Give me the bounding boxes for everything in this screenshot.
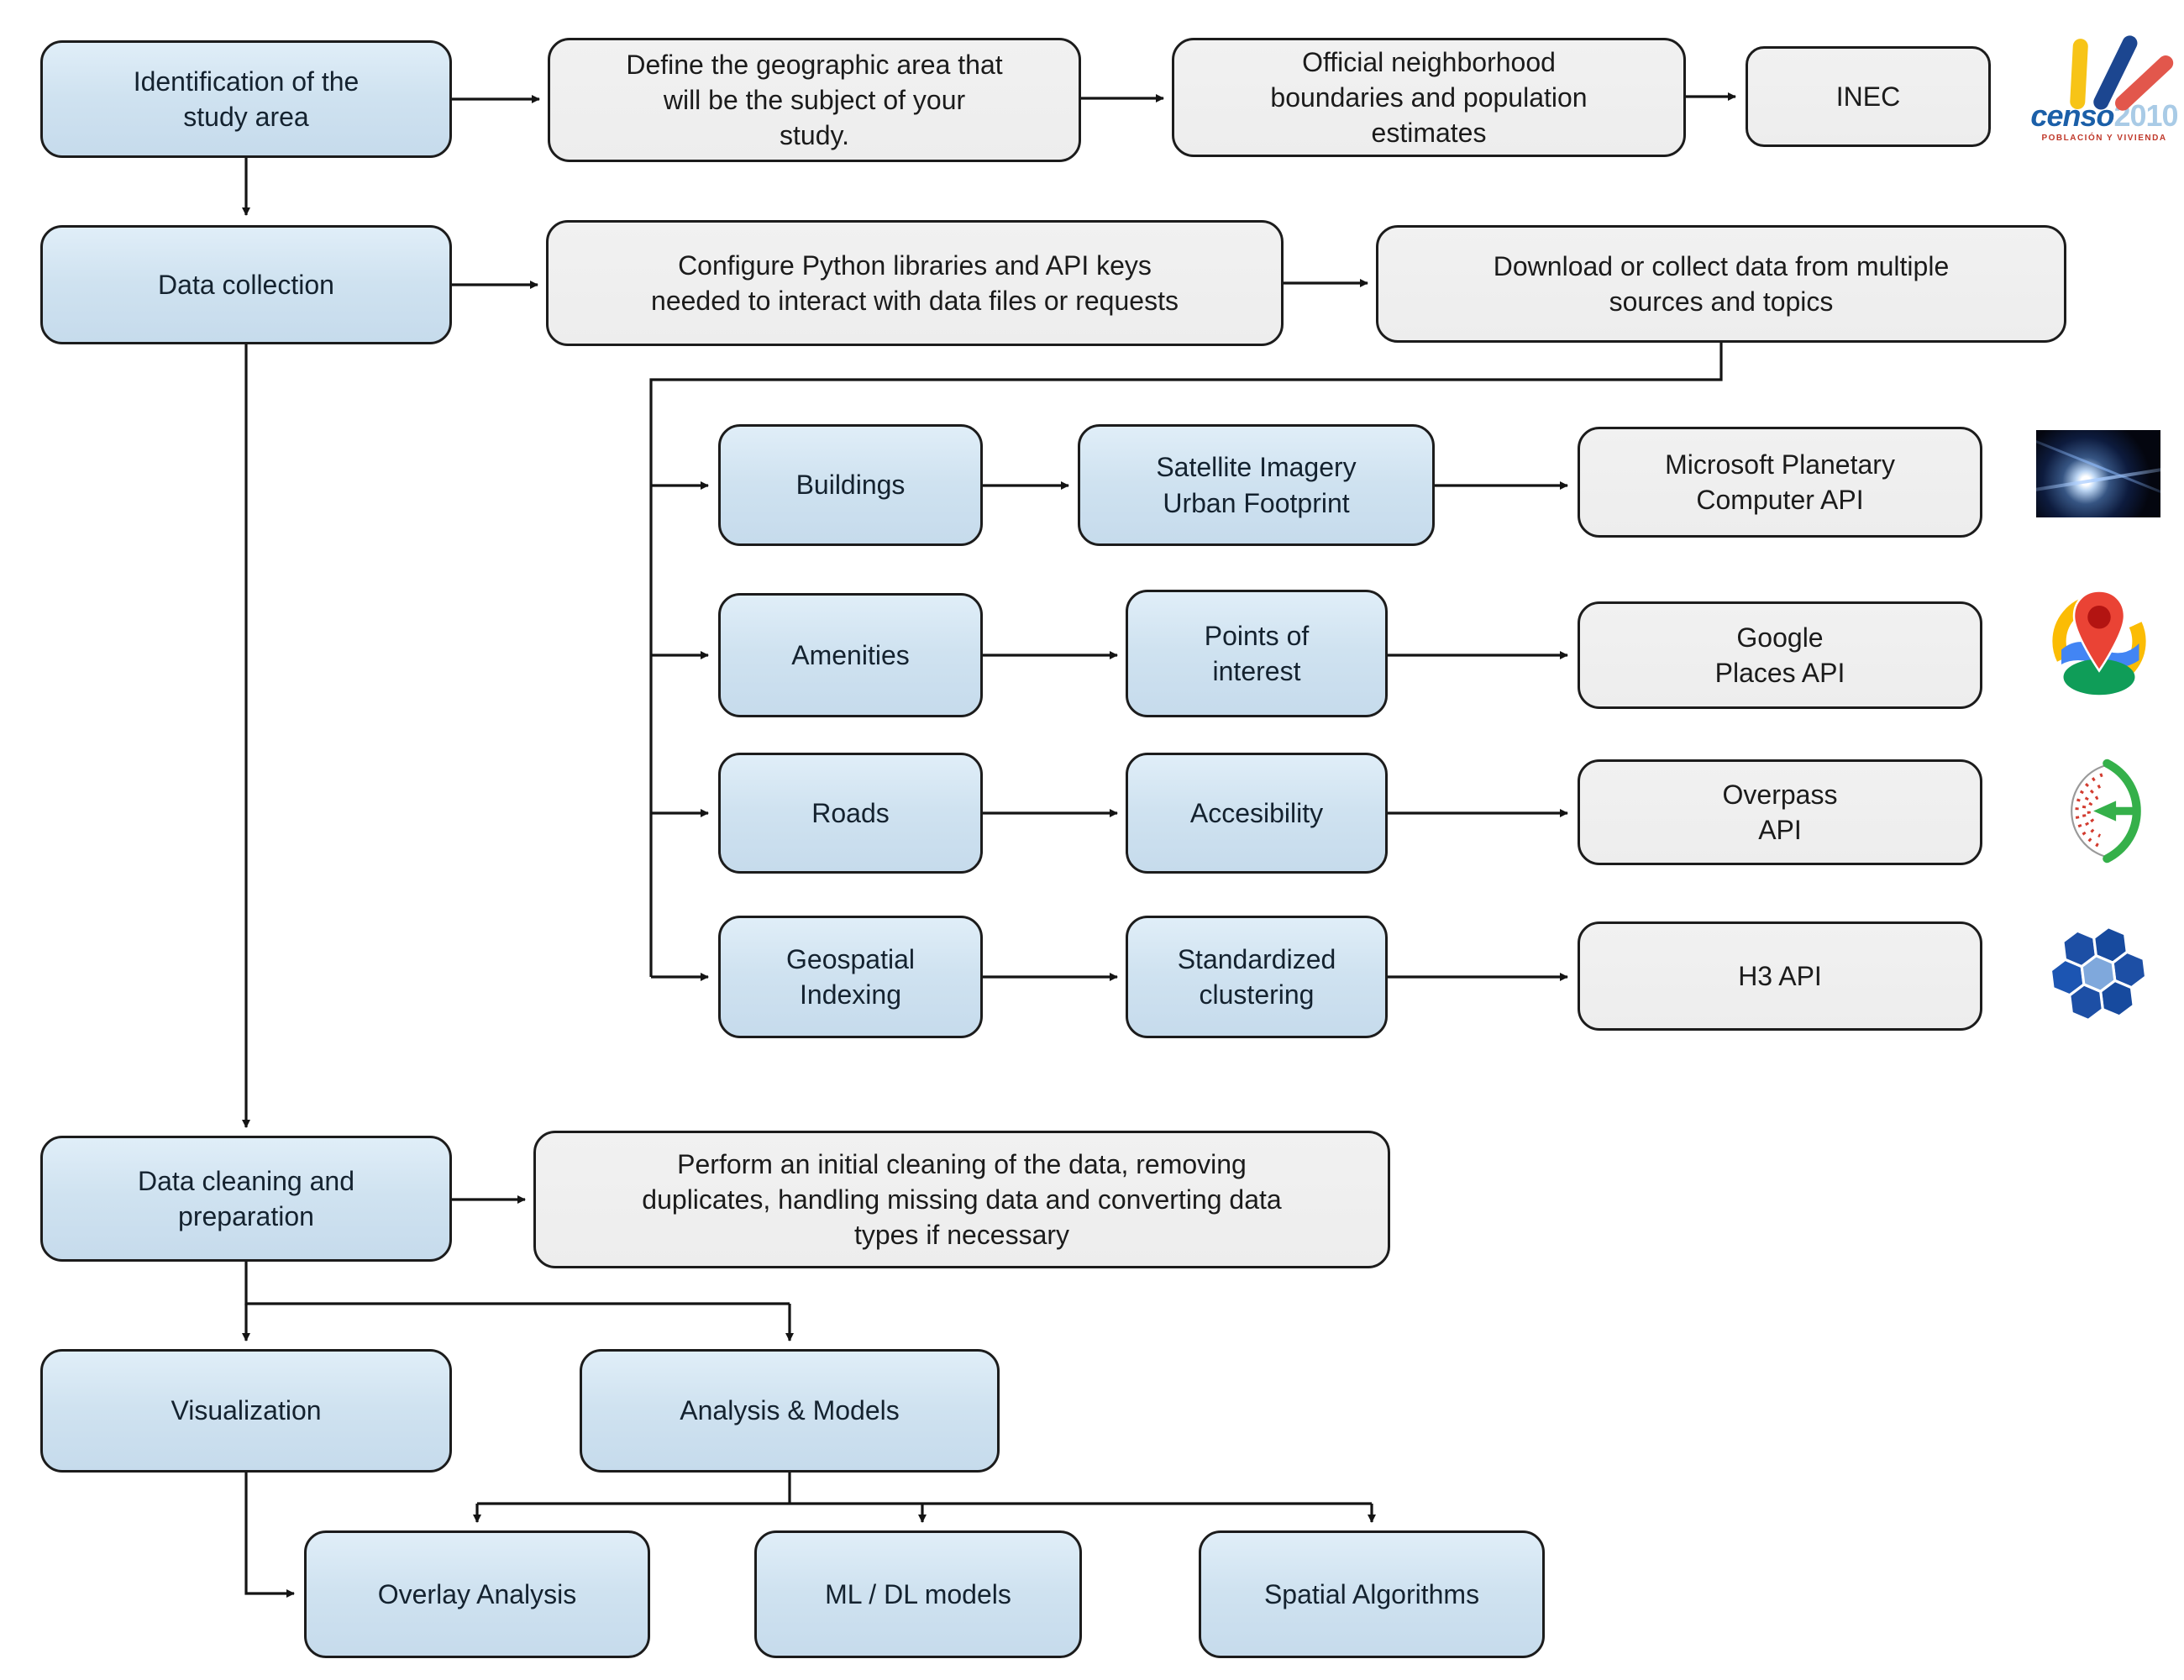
node-inec: INEC [1746,46,1991,147]
google-places-pin-icon [2052,590,2146,696]
censo-caption: POBLACIÓN Y VIVIENDA [2041,134,2167,143]
node-roads: Roads [718,753,983,874]
node-ml-dl-models: ML / DL models [754,1530,1082,1658]
node-data-collection: Data collection [40,225,452,344]
node-geospatial-indexing: Geospatial Indexing [718,916,983,1038]
node-configure-python: Configure Python libraries and API keys … [546,220,1284,346]
censo-2010-logo: censo2010 POBLACIÓN Y VIVIENDA [2026,30,2182,171]
node-amenities: Amenities [718,593,983,717]
node-analysis-models: Analysis & Models [580,1349,1000,1473]
node-satellite-imagery: Satellite Imagery Urban Footprint [1078,424,1435,546]
node-h3-api: H3 API [1578,921,1982,1031]
node-visualization: Visualization [40,1349,452,1473]
node-data-cleaning: Data cleaning and preparation [40,1136,452,1262]
node-microsoft-planetary-api: Microsoft Planetary Computer API [1578,427,1982,538]
node-download-collect-data: Download or collect data from multiple s… [1376,225,2066,343]
censo-bars [2026,30,2182,114]
node-overpass-api: Overpass API [1578,759,1982,865]
node-identification-study-area: Identification of the study area [40,40,452,158]
node-perform-cleaning: Perform an initial cleaning of the data,… [533,1131,1390,1268]
h3-hexagons-icon [2049,925,2148,1022]
censo-bar-yellow [2069,38,2089,110]
node-buildings: Buildings [718,424,983,546]
node-standardized-clustering: Standardized clustering [1126,916,1388,1038]
node-official-boundaries: Official neighborhood boundaries and pop… [1172,38,1686,157]
node-google-places-api: Google Places API [1578,601,1982,709]
node-define-geographic-area: Define the geographic area that will be … [548,38,1081,162]
node-points-of-interest: Points of interest [1126,590,1388,717]
node-accesibility: Accesibility [1126,753,1388,874]
node-spatial-algorithms: Spatial Algorithms [1199,1530,1545,1658]
planetary-computer-image [2036,430,2160,517]
overpass-api-logo-icon [2071,759,2141,864]
node-overlay-analysis: Overlay Analysis [304,1530,650,1658]
